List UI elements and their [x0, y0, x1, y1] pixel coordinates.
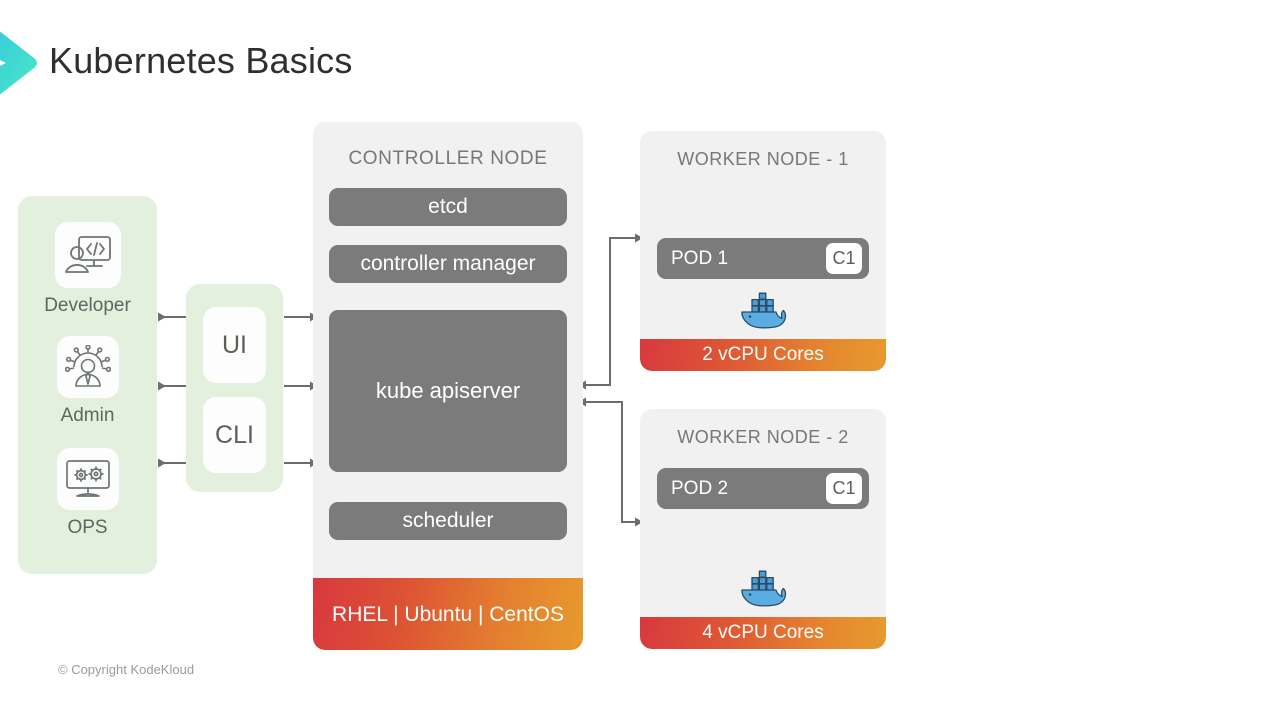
controller-node-title: CONTROLLER NODE	[348, 148, 548, 169]
role-label-developer: Developer	[44, 295, 131, 316]
component-kube-apiserver[interactable]: kube apiserver	[329, 310, 567, 472]
ops-monitor-gears-icon	[65, 460, 110, 497]
interface-ui-box[interactable]: UI	[203, 307, 266, 383]
container-badge-c1-node1: C1	[826, 243, 862, 274]
interface-cli-box[interactable]: CLI	[203, 397, 266, 473]
admin-network-person-icon	[64, 345, 111, 387]
worker-node-2-title: WORKER NODE - 2	[677, 427, 849, 447]
ops-tile	[56, 448, 119, 510]
pod-1-box[interactable]: POD 1 C1	[657, 238, 869, 279]
docker-whale-icon	[741, 292, 787, 329]
component-scheduler[interactable]: scheduler	[329, 502, 567, 540]
worker-node-2-cpu-bar: 4 vCPU Cores	[640, 617, 886, 649]
pod-1-label: POD 1	[671, 247, 729, 269]
roles-panel: Developer	[18, 196, 157, 574]
role-label-ops: OPS	[67, 517, 108, 538]
role-admin[interactable]: Admin	[18, 336, 157, 428]
pod-2-label: POD 2	[671, 477, 729, 499]
controller-node-panel: CONTROLLER NODE etcd controller manager …	[313, 122, 583, 650]
developer-tile	[54, 222, 121, 288]
worker-node-2-panel: WORKER NODE - 2 4 vCPU Cores	[640, 409, 886, 649]
page-title: Kubernetes Basics	[49, 40, 353, 81]
docker-whale-icon	[741, 570, 787, 607]
component-controller-manager[interactable]: controller manager	[329, 245, 567, 283]
worker-node-1-cpu-bar: 2 vCPU Cores	[640, 339, 886, 371]
admin-tile	[56, 336, 119, 398]
role-ops[interactable]: OPS	[18, 448, 157, 540]
role-developer[interactable]: Developer	[18, 222, 157, 318]
container-badge-c1-node2: C1	[826, 473, 862, 504]
interface-panel: UI CLI	[186, 284, 283, 492]
controller-os-bar: RHEL | Ubuntu | CentOS	[313, 578, 583, 650]
component-etcd[interactable]: etcd	[329, 188, 567, 226]
pod-2-box[interactable]: POD 2 C1	[657, 468, 869, 509]
worker-node-1-title: WORKER NODE - 1	[677, 149, 849, 169]
developer-monitor-code-icon	[64, 236, 111, 273]
role-label-admin: Admin	[60, 405, 115, 426]
copyright-text: © Copyright KodeKloud	[58, 662, 195, 677]
chevron-logo-icon	[0, 31, 37, 95]
